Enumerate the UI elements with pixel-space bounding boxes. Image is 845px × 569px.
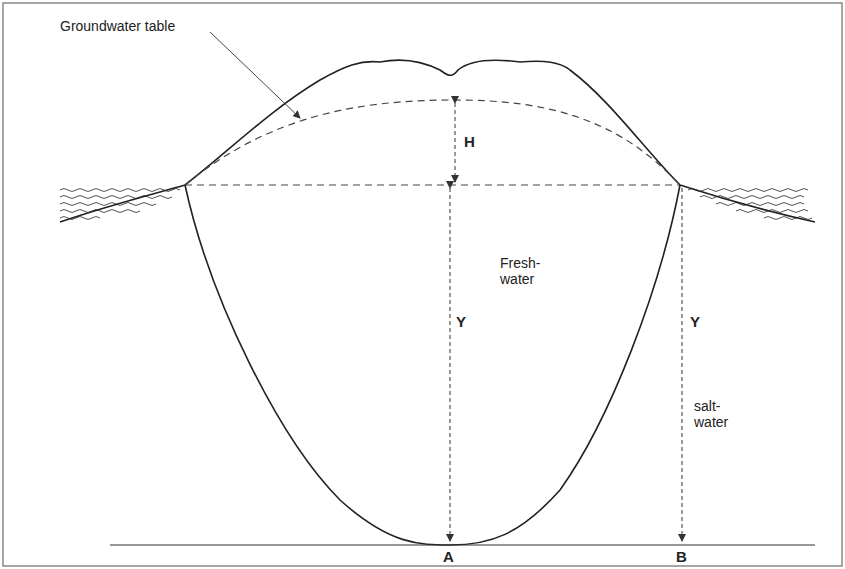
- y-dimension: [682, 188, 683, 541]
- sea-waves: [60, 189, 812, 220]
- label-text: H: [464, 133, 475, 150]
- leader-line: [210, 32, 300, 118]
- sea-level: [185, 184, 680, 185]
- y-dimension: [450, 188, 451, 541]
- frame: [3, 3, 842, 566]
- groundwater-table: [185, 100, 680, 185]
- land-surface: [60, 60, 815, 222]
- base-line: [110, 544, 815, 545]
- label-text: Y: [456, 313, 466, 330]
- label-text: A: [443, 548, 454, 565]
- label-text: Groundwater table: [60, 18, 175, 34]
- h-dimension: [455, 103, 456, 182]
- label-text: B: [676, 548, 687, 565]
- label-text: Y: [690, 313, 700, 330]
- freshwater-lens: [185, 185, 680, 545]
- label-text: salt- water: [694, 398, 750, 430]
- label-text: Fresh- water: [500, 255, 560, 287]
